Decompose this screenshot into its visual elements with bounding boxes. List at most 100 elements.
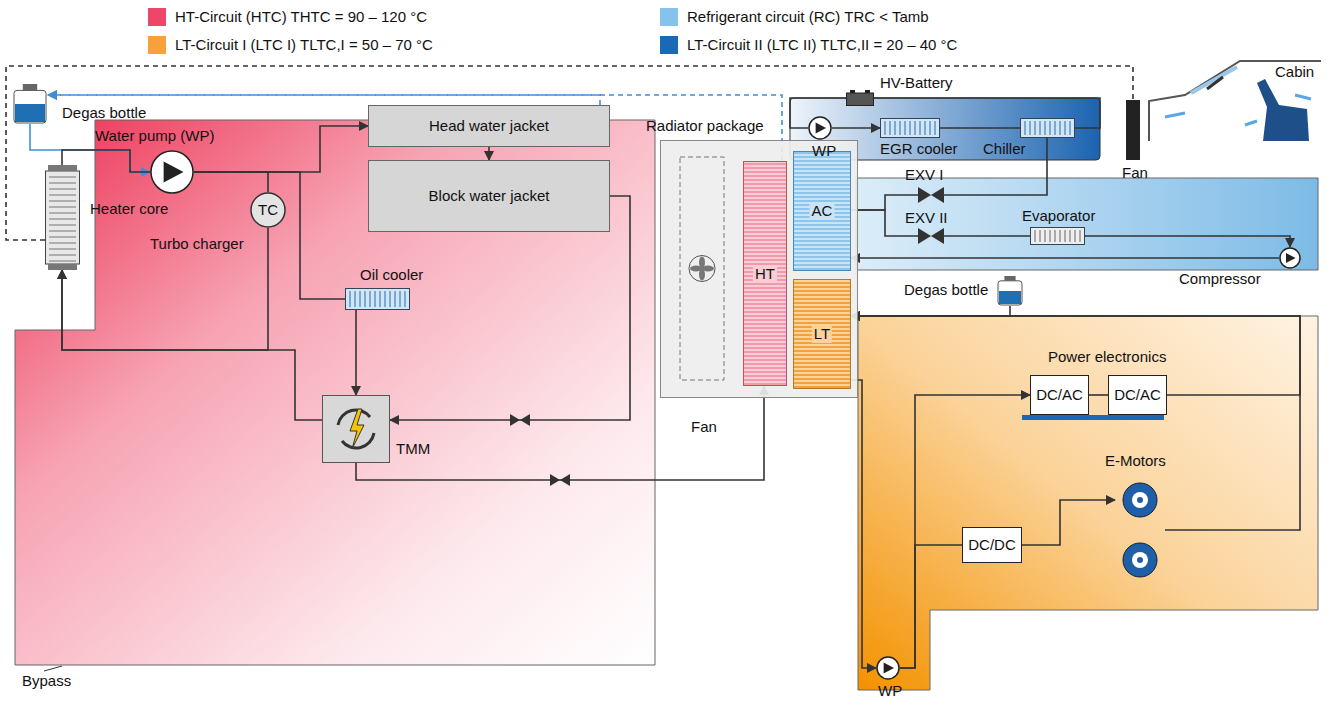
coolant-pipe bbox=[851, 306, 1010, 316]
legend-label: LT-Circuit I (LTC I) TLTC,I = 50 – 70 °C bbox=[175, 36, 433, 54]
component-label: Evaporator bbox=[1022, 207, 1095, 225]
water-pump: Water pump (WP) bbox=[150, 150, 194, 194]
coolant-pipe bbox=[851, 195, 918, 210]
legend-swatch bbox=[660, 36, 678, 54]
chiller-icon bbox=[1020, 118, 1075, 138]
coolant-pipe bbox=[851, 316, 1300, 530]
radiator-fan-icon bbox=[679, 156, 725, 381]
coolant-pipe bbox=[62, 270, 322, 420]
coolant-pipe bbox=[356, 386, 764, 480]
inverter-box: DC/AC bbox=[1030, 375, 1089, 415]
cabin-fan-icon bbox=[1126, 100, 1140, 160]
coolant-pipe bbox=[900, 395, 1030, 668]
heater-core: Heater core bbox=[45, 165, 80, 270]
compressor-icon bbox=[1279, 247, 1301, 269]
coolant-pipe bbox=[900, 545, 962, 668]
coolant-pipe bbox=[1022, 500, 1115, 545]
degas-bottle-icon bbox=[12, 84, 48, 124]
component-label: DC/AC bbox=[1112, 386, 1163, 404]
coolant-pipe bbox=[851, 380, 876, 668]
coolant-pipe bbox=[194, 126, 368, 172]
power-electronics: Power electronicsDC/ACDC/AC bbox=[1022, 370, 1164, 420]
ac-condenser: AC bbox=[793, 151, 851, 271]
degas-bottle-icon bbox=[996, 276, 1024, 306]
water-pump-icon bbox=[808, 116, 832, 140]
coolant-pipe bbox=[6, 66, 1133, 240]
ht-circuit-region bbox=[15, 120, 655, 665]
expansion-valve-icon bbox=[918, 228, 944, 244]
inverter-box: DC/AC bbox=[1108, 375, 1167, 415]
lt-circuit-region bbox=[858, 316, 1318, 690]
coolant-pipe bbox=[488, 147, 490, 160]
component-label: Water pump (WP) bbox=[95, 127, 214, 145]
coolant-pipe bbox=[62, 228, 268, 350]
thermal-management-module: TMM bbox=[322, 395, 390, 463]
component-label: Fan bbox=[1122, 164, 1148, 182]
coolant-pipe bbox=[194, 172, 268, 192]
egr-cooler-icon bbox=[880, 118, 940, 138]
e-motors-icon bbox=[1115, 480, 1165, 580]
hv-battery: HV-Battery bbox=[846, 90, 874, 106]
component-label: DC/DC bbox=[966, 536, 1018, 554]
component-label: TMM bbox=[396, 440, 430, 458]
leader-line bbox=[44, 666, 62, 671]
component-label: Degas bottle bbox=[62, 104, 146, 122]
degas-bottle: Degas bottle bbox=[12, 84, 48, 124]
component-label: AC bbox=[810, 202, 835, 220]
ht-radiator: HT bbox=[743, 161, 787, 386]
water-pump: WP bbox=[808, 116, 832, 140]
oil-cooler: Oil cooler bbox=[345, 288, 410, 310]
lt-radiator: LT bbox=[793, 279, 851, 389]
oil-cooler-icon bbox=[345, 288, 410, 310]
component-label: E-Motors bbox=[1105, 452, 1166, 470]
valve-symbol bbox=[510, 414, 570, 486]
component-label: Cabin bbox=[1275, 63, 1314, 81]
turbo-charger: Turbo chargerTC bbox=[250, 192, 286, 228]
component-label: HV-Battery bbox=[880, 74, 953, 92]
legend-label: LT-Circuit II (LTC II) TLTC,II = 20 – 40… bbox=[687, 36, 957, 54]
expansion-valve-icon bbox=[918, 187, 944, 203]
water-jacket: Head water jacket bbox=[368, 105, 610, 147]
component-label: Compressor bbox=[1179, 270, 1261, 288]
legend-swatch bbox=[148, 8, 166, 26]
component-label: WP bbox=[812, 142, 836, 160]
component-label: Power electronics bbox=[1048, 348, 1166, 366]
coolant-pipe bbox=[48, 95, 600, 105]
component-label: Degas bottle bbox=[904, 281, 988, 299]
component-label: EXV I bbox=[905, 166, 943, 184]
water-pump-icon bbox=[150, 150, 194, 194]
water-pump-icon bbox=[876, 656, 900, 680]
component-label: Oil cooler bbox=[360, 266, 423, 284]
expansion-valve: EXV I bbox=[918, 187, 944, 203]
component-label: TC bbox=[256, 201, 280, 219]
water-pump: WP bbox=[876, 656, 900, 680]
radiator-package: Radiator packageFanHTACLT bbox=[660, 140, 858, 398]
component-label: LT bbox=[812, 325, 832, 343]
component-label: WP bbox=[878, 682, 902, 700]
chiller: Chiller bbox=[1020, 118, 1075, 138]
water-jacket: Block water jacket bbox=[368, 160, 610, 232]
heater-core-icon bbox=[45, 165, 80, 270]
compressor: Compressor bbox=[1279, 247, 1301, 269]
coolant-pipe bbox=[944, 138, 1047, 195]
legend-label: HT-Circuit (HTC) THTC = 90 – 120 °C bbox=[175, 8, 427, 26]
component-label: Fan bbox=[691, 418, 717, 436]
component-label: Turbo charger bbox=[150, 235, 244, 253]
expansion-valve: EXV II bbox=[918, 228, 944, 244]
component-label: Radiator package bbox=[646, 117, 764, 135]
legend-swatch bbox=[148, 36, 166, 54]
component-label: HT bbox=[753, 265, 777, 283]
coolant-pipe bbox=[1085, 236, 1290, 247]
coolant-pipe bbox=[832, 127, 880, 129]
cabin: Cabin bbox=[1145, 55, 1325, 145]
evaporator-icon bbox=[1030, 227, 1085, 245]
component-label: Heater core bbox=[90, 200, 168, 218]
coolant-pipe bbox=[944, 235, 1030, 237]
degas-bottle: Degas bottle bbox=[996, 276, 1024, 306]
hv-battery-icon bbox=[846, 90, 874, 106]
component-label: Head water jacket bbox=[427, 117, 551, 135]
coolant-pipe bbox=[355, 310, 357, 395]
egr-cooler: EGR cooler bbox=[880, 118, 940, 138]
legend-swatch bbox=[660, 8, 678, 26]
coolant-pipe bbox=[940, 127, 1020, 129]
